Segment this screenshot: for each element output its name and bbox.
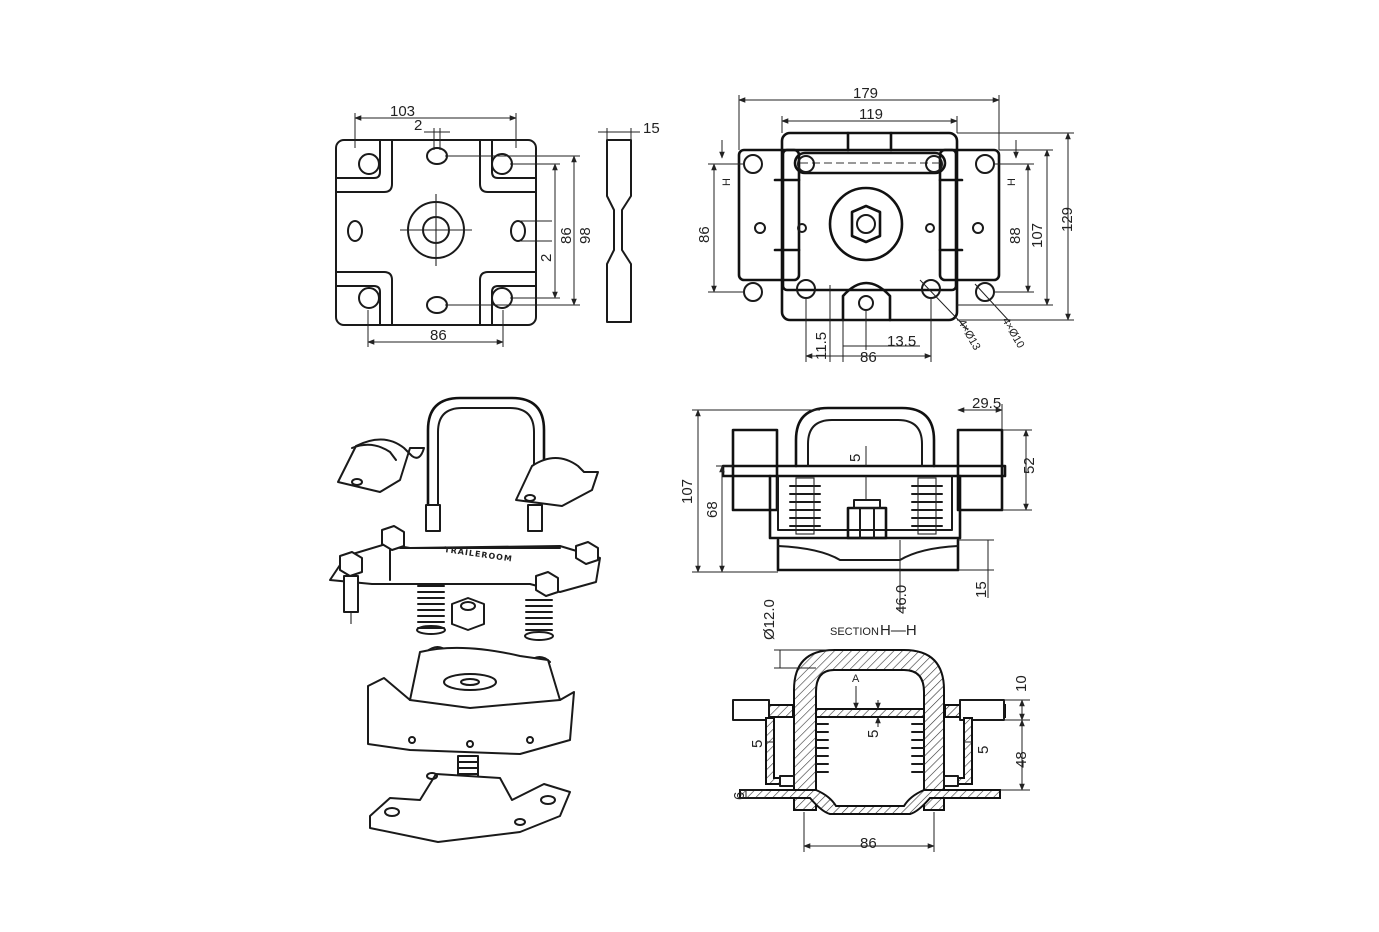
dim-103: 103: [390, 103, 415, 120]
dim-86-bottom-right: 86: [860, 349, 877, 366]
dim-2-side: 2: [538, 254, 555, 262]
dim-129: 129: [1059, 207, 1076, 232]
dim-29-5: 29.5: [972, 395, 1001, 412]
section-title-prefix: SECTION: [830, 626, 879, 638]
dim-d12: Ø12.0: [761, 599, 778, 640]
dim-179: 179: [853, 85, 878, 102]
dim-13-5: 13.5: [887, 333, 916, 350]
dim-5-left: 5: [749, 740, 766, 748]
spring-right: [524, 599, 554, 641]
dim-h-right: H: [1006, 178, 1018, 186]
dim-86-left: 86: [696, 226, 713, 243]
dim-11-5: 11.5: [813, 332, 830, 360]
section-h-h-view: SECTION H—H: [731, 599, 1030, 852]
hole-spec-13: 4×Ø13: [955, 318, 982, 353]
label-a: A: [852, 673, 860, 685]
dim-6: 6: [731, 792, 748, 800]
dim-48: 48: [1013, 751, 1030, 768]
dim-5-front: 5: [847, 454, 864, 462]
dim-15-front: 15: [973, 581, 990, 598]
dim-86-bottom: 86: [430, 327, 447, 344]
dim-10: 10: [1013, 675, 1030, 692]
plate-side-view: 15: [598, 120, 660, 323]
dim-46: 46.0: [893, 585, 910, 614]
spring-left: [416, 585, 446, 635]
dim-119: 119: [859, 106, 883, 123]
assembly-top-view: 179 119 86 H H 88 107 129 11.5 13.5 86 4…: [696, 85, 1076, 366]
dim-15-side: 15: [643, 120, 660, 137]
plate-top-view: 103 2 86 2 86 98: [335, 103, 594, 347]
section-title-id: H—H: [880, 622, 917, 639]
front-spring-left: [789, 477, 821, 535]
dim-68: 68: [704, 501, 721, 518]
dim-52: 52: [1021, 457, 1038, 474]
hole-spec-10: 4×Ø10: [999, 316, 1026, 351]
exploded-isometric-view: TRAILEROOM: [329, 396, 601, 843]
front-spring-right: [911, 477, 943, 535]
dim-98: 98: [577, 227, 594, 244]
dim-88: 88: [1007, 227, 1024, 244]
assembly-front-view: 107 68 29.5 52 5 46.0 15: [679, 395, 1038, 614]
dim-2-top: 2: [414, 117, 422, 134]
dim-86-side: 86: [558, 227, 575, 244]
dim-h-left: H: [721, 178, 733, 186]
dim-5-center: 5: [865, 730, 882, 738]
dim-107-front: 107: [679, 479, 696, 504]
dim-107: 107: [1029, 223, 1046, 248]
dim-5-right: 5: [975, 746, 992, 754]
dim-86-section: 86: [860, 835, 877, 852]
